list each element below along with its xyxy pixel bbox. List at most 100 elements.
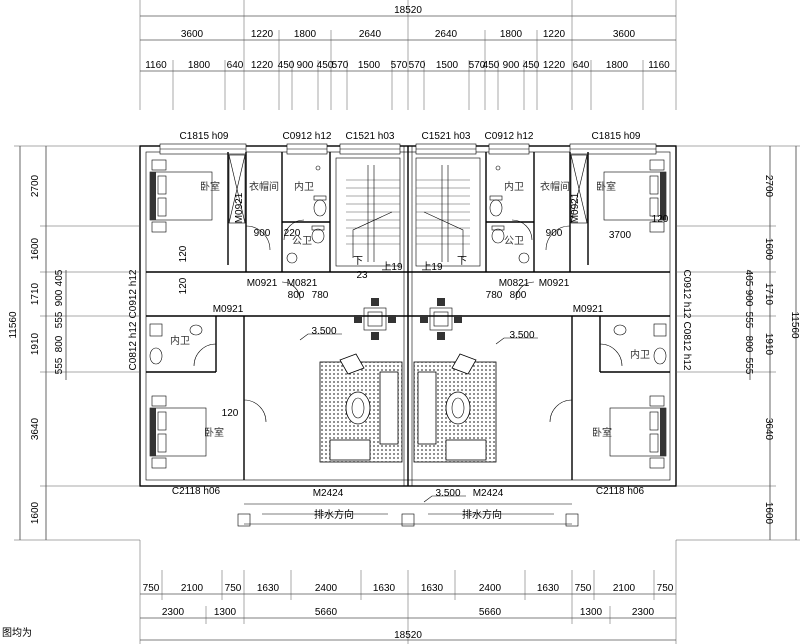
dim-top-8: 3600 bbox=[613, 29, 636, 40]
window-label: C0912 h12 bbox=[128, 269, 139, 318]
window-label: C1521 h03 bbox=[346, 131, 395, 142]
note-800: 800 bbox=[288, 290, 305, 301]
dim-left: 1710 bbox=[30, 282, 41, 305]
room-bedroom-bottom-left: 卧室 bbox=[204, 426, 224, 439]
annotations: 900 220 900 3700 120 120 120 120 800 780… bbox=[178, 214, 669, 503]
dim-top-1: 3600 bbox=[181, 29, 204, 40]
left-dimension-lines: 11560 2700 1600 1710 1910 3640 1600 405 … bbox=[8, 145, 140, 541]
door-label: M0821 bbox=[287, 278, 318, 289]
dim-bottom: 1630 bbox=[373, 583, 396, 594]
window-label: C2118 h06 bbox=[596, 486, 645, 497]
door-label: M2424 bbox=[473, 488, 504, 499]
dim-top2-16: 450 bbox=[523, 60, 540, 71]
dim-top2-18: 640 bbox=[573, 60, 590, 71]
room-public-bath-right: 公卫 bbox=[504, 236, 524, 247]
drain-direction-right: 排水方向 bbox=[462, 508, 502, 521]
balcony: 排水方向 排水方向 bbox=[237, 503, 579, 527]
dim-bottom: 2100 bbox=[181, 583, 204, 594]
window-label: C1815 h09 bbox=[180, 131, 229, 142]
dim-left: 2700 bbox=[30, 174, 41, 197]
dim-top2-13: 570 bbox=[469, 60, 486, 71]
note-800: 800 bbox=[510, 290, 527, 301]
dim-bottom2: 2300 bbox=[632, 607, 655, 618]
dim-total-left: 11560 bbox=[8, 311, 19, 339]
dim-top2-9: 1500 bbox=[358, 60, 381, 71]
note-780: 780 bbox=[312, 290, 329, 301]
living-set-right bbox=[413, 353, 497, 463]
bath-fixtures bbox=[149, 165, 667, 365]
window-label: C1815 h09 bbox=[592, 131, 641, 142]
dim-bottom2: 2300 bbox=[162, 607, 185, 618]
bottom-dimension-lines: 750 2100 750 1630 2400 1630 1630 2400 16… bbox=[139, 540, 677, 644]
dim-top-6: 1800 bbox=[500, 29, 523, 40]
dim-top-3: 1800 bbox=[294, 29, 317, 40]
window-label: C0912 h12 bbox=[681, 270, 692, 319]
door-label: M0921 bbox=[570, 192, 581, 223]
dim-top-7: 1220 bbox=[543, 29, 566, 40]
stair-down-label: 下 bbox=[457, 256, 467, 267]
dim-right: 2700 bbox=[763, 175, 774, 198]
note-120: 120 bbox=[178, 277, 189, 294]
dim-top2-10: 570 bbox=[391, 60, 408, 71]
dim-bottom2: 5660 bbox=[315, 607, 338, 618]
dim-top2-12: 1500 bbox=[436, 60, 459, 71]
door-label: M0821 bbox=[499, 278, 530, 289]
room-bedroom-top-right: 卧室 bbox=[596, 180, 616, 193]
dim-top2-4: 1220 bbox=[251, 60, 274, 71]
room-inner-bath-right: 内卫 bbox=[504, 180, 524, 193]
room-cloakroom-right: 衣帽间 bbox=[540, 180, 570, 193]
door-label: M0921 bbox=[213, 304, 244, 315]
dining-set-left bbox=[354, 298, 396, 340]
window-label: C1521 h03 bbox=[422, 131, 471, 142]
dim-top-4: 2640 bbox=[359, 29, 382, 40]
door-label: M0921 bbox=[573, 304, 604, 315]
dim-bottom2: 5660 bbox=[479, 607, 502, 618]
stair-left: 下 上19 23 bbox=[346, 165, 403, 281]
door-labels: M0921 M0921 M0821 M0821 M0921 M0921 M092… bbox=[213, 192, 604, 499]
room-inner-bath-lower-right: 内卫 bbox=[630, 348, 650, 361]
interior-walls-left bbox=[146, 152, 408, 480]
dim-left-sub: 555 bbox=[54, 357, 65, 374]
dim-right-sub: 900 bbox=[743, 290, 754, 307]
dim-right: 1910 bbox=[763, 333, 774, 356]
window-labels-top: C1815 h09 C0912 h12 C1521 h03 C1521 h03 … bbox=[180, 131, 641, 142]
dim-total-top: 18520 bbox=[394, 5, 422, 16]
room-bedroom-bottom-right: 卧室 bbox=[592, 426, 612, 439]
top-dimension-lines: 18520 3600 1220 1800 2640 2640 1800 1220… bbox=[139, 0, 677, 110]
dim-bottom2: 1300 bbox=[580, 607, 603, 618]
room-inner-bath-left: 内卫 bbox=[294, 180, 314, 193]
stair-step-count: 23 bbox=[356, 270, 368, 281]
dim-bottom: 2400 bbox=[315, 583, 338, 594]
window-label: C0912 h12 bbox=[283, 131, 332, 142]
dim-right: 3640 bbox=[763, 418, 774, 441]
dim-top2-5: 450 bbox=[278, 60, 295, 71]
dim-right: 1710 bbox=[763, 283, 774, 306]
dim-left: 1600 bbox=[30, 237, 41, 260]
dim-top-5: 2640 bbox=[435, 29, 458, 40]
note-120: 120 bbox=[222, 408, 239, 419]
dim-right-sub: 405 bbox=[743, 270, 754, 287]
bed-bottom-left bbox=[149, 395, 207, 469]
dim-left-sub: 555 bbox=[54, 311, 65, 328]
dim-right: 1600 bbox=[763, 502, 774, 525]
elevation-label-left: 3.500 bbox=[311, 326, 336, 337]
dim-right-sub: 555 bbox=[743, 312, 754, 329]
corner-note: 图均为 bbox=[2, 627, 32, 639]
dim-bottom: 1630 bbox=[257, 583, 280, 594]
note-780: 780 bbox=[486, 290, 503, 301]
room-labels: 卧室 衣帽间 内卫 公卫 内卫 卧室 内卫 衣帽间 卧室 公卫 内卫 卧室 bbox=[170, 180, 650, 439]
room-inner-bath-lower-left: 内卫 bbox=[170, 334, 190, 347]
dim-top2-14: 450 bbox=[483, 60, 500, 71]
door-label: M0921 bbox=[247, 278, 278, 289]
window-label: C0912 h12 bbox=[485, 131, 534, 142]
interior-walls-right bbox=[408, 152, 670, 480]
window-labels-side: C0912 h12 C0812 h12 C0912 h12 C0812 h12 … bbox=[128, 269, 692, 497]
dim-top2-17: 1220 bbox=[543, 60, 566, 71]
door-label: M0921 bbox=[539, 278, 570, 289]
dim-left: 3640 bbox=[30, 417, 41, 440]
dim-bottom: 750 bbox=[225, 583, 242, 594]
dim-top2-1: 1160 bbox=[145, 60, 167, 71]
note-220-left: 220 bbox=[284, 228, 301, 239]
dim-top-2: 1220 bbox=[251, 29, 274, 40]
dim-top2-6: 900 bbox=[297, 60, 314, 71]
